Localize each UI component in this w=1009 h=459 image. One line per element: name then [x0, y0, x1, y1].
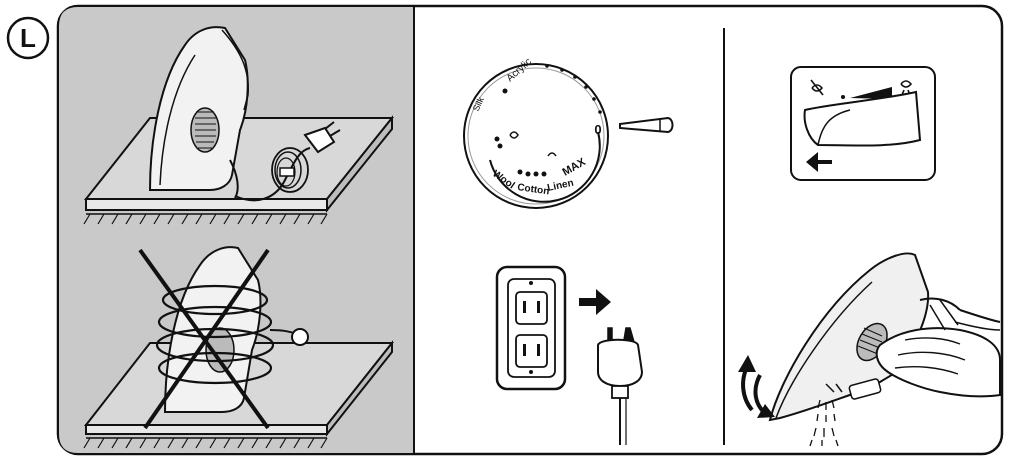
dial-label-zero: 0 — [594, 122, 601, 137]
water-spray-icon — [809, 399, 839, 447]
wall-socket — [495, 265, 567, 391]
steam-control-box — [790, 66, 936, 181]
no-steam-icon — [810, 79, 824, 96]
steam-icon — [509, 131, 557, 157]
temperature-dial: 0 Acrylic Silk Wool Cotton Linen MAX — [463, 56, 674, 209]
arrow-left-icon — [806, 152, 832, 172]
dial-label-cotton: Cotton — [517, 182, 550, 197]
prohibited-cross-icon — [138, 248, 270, 430]
plug-icon — [303, 126, 336, 154]
cord-wound-correct — [234, 121, 341, 202]
power-plug — [597, 327, 644, 445]
steam-slider — [803, 90, 922, 147]
step-badge: L — [6, 16, 50, 60]
plug-icon — [291, 328, 309, 346]
iron-upright-correct — [148, 26, 249, 199]
dial-label-linen: Linen — [546, 178, 574, 194]
arrow-right-icon — [579, 289, 611, 315]
rocking-arrows-icon — [738, 355, 775, 418]
hand — [875, 327, 1001, 398]
iron-held-in-hand — [768, 252, 1001, 447]
step-letter: L — [20, 23, 36, 53]
